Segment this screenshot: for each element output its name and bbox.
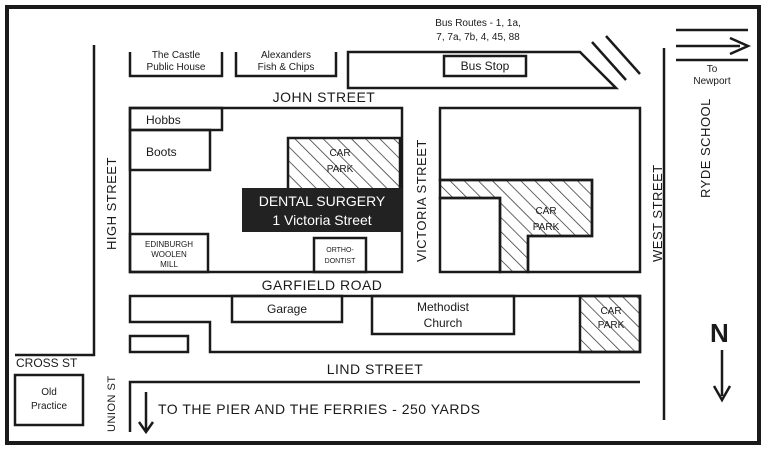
bus-routes-line2: 7, 7a, 7b, 4, 45, 88: [436, 32, 520, 43]
edinburgh-line1: EDINBURGH: [144, 240, 194, 249]
lind-south-block: [128, 380, 640, 432]
methodist-building: [370, 294, 516, 336]
bus-stop-label: Bus Stop: [460, 59, 510, 73]
cross-street-label: CROSS ST: [16, 356, 78, 370]
alexanders-line1: Alexanders: [260, 50, 312, 61]
newport-arrow: [676, 36, 752, 56]
high-street-label: HIGH STREET: [104, 157, 119, 250]
alexanders-building: [234, 52, 338, 78]
castle-line2: Public House: [146, 62, 206, 73]
garage-building: [230, 294, 344, 324]
car-park-1-line1: CAR: [329, 148, 351, 159]
edinburgh-building: [128, 232, 210, 274]
john-street-label: JOHN STREET: [272, 89, 376, 105]
central-block: [128, 106, 404, 274]
south-block: [128, 294, 642, 354]
car-park-2-area: [438, 178, 594, 274]
old-practice-line1: Old: [41, 387, 57, 398]
garage-label: Garage: [266, 302, 308, 316]
orthodontist-building: [312, 236, 368, 274]
west-street-label: WEST STREET: [650, 164, 665, 262]
garfield-road-label: GARFIELD ROAD: [261, 277, 383, 293]
bus-stop-box: [442, 54, 528, 78]
top-right-block: [346, 50, 620, 90]
to-newport-line1: To: [706, 64, 718, 75]
diagonal-road-2: [605, 35, 641, 75]
car-park-1-area: [286, 136, 402, 192]
methodist-line2: Church: [423, 316, 463, 330]
castle-building: [128, 52, 224, 78]
car-park-3-line1: CAR: [600, 306, 622, 317]
old-practice-building: [13, 373, 85, 427]
dental-surgery-line2: 1 Victoria Street: [272, 212, 372, 228]
car-park-3-line2: PARK: [597, 320, 625, 331]
diagonal-road-1: [591, 41, 627, 81]
bus-routes-line1: Bus Routes - 1, 1a,: [435, 18, 521, 29]
boots-building: [128, 128, 212, 172]
map-frame: [5, 5, 761, 445]
pier-arrow: [137, 392, 155, 435]
boots-label: Boots: [146, 145, 177, 159]
to-newport-line2: Newport: [693, 76, 731, 87]
north-arrow: [712, 350, 732, 403]
pier-label: TO THE PIER AND THE FERRIES - 250 YARDS: [158, 401, 481, 417]
edinburgh-line3: MILL: [160, 260, 178, 269]
hobbs-label: Hobbs: [146, 113, 181, 127]
castle-line1: The Castle: [151, 50, 201, 61]
old-practice-line2: Practice: [30, 401, 68, 412]
small-building: [128, 334, 190, 354]
alexanders-line2: Fish & Chips: [257, 62, 315, 73]
car-park-2-line1: CAR: [535, 206, 557, 217]
car-park-1-line2: PARK: [326, 164, 354, 175]
orthodontist-line1: ORTHO-: [326, 247, 354, 254]
victoria-street-label: VICTORIA STREET: [414, 139, 429, 262]
methodist-line1: Methodist: [416, 300, 470, 314]
dental-surgery-line1: DENTAL SURGERY: [258, 193, 386, 209]
lind-street-label: LIND STREET: [326, 361, 424, 377]
east-block-inner: [438, 196, 502, 274]
orthodontist-line2: DONTIST: [324, 258, 356, 265]
edinburgh-line2: WOOLEN: [151, 250, 187, 259]
high-street-west-edge: [15, 45, 96, 357]
union-street-label: UNION ST: [106, 375, 118, 432]
car-park-3-area: [578, 294, 642, 354]
car-park-2-line2: PARK: [532, 222, 560, 233]
dental-surgery-box: DENTAL SURGERY 1 Victoria Street: [242, 188, 402, 232]
north-label: N: [710, 318, 729, 348]
ryde-school-label: RYDE SCHOOL: [698, 98, 713, 198]
